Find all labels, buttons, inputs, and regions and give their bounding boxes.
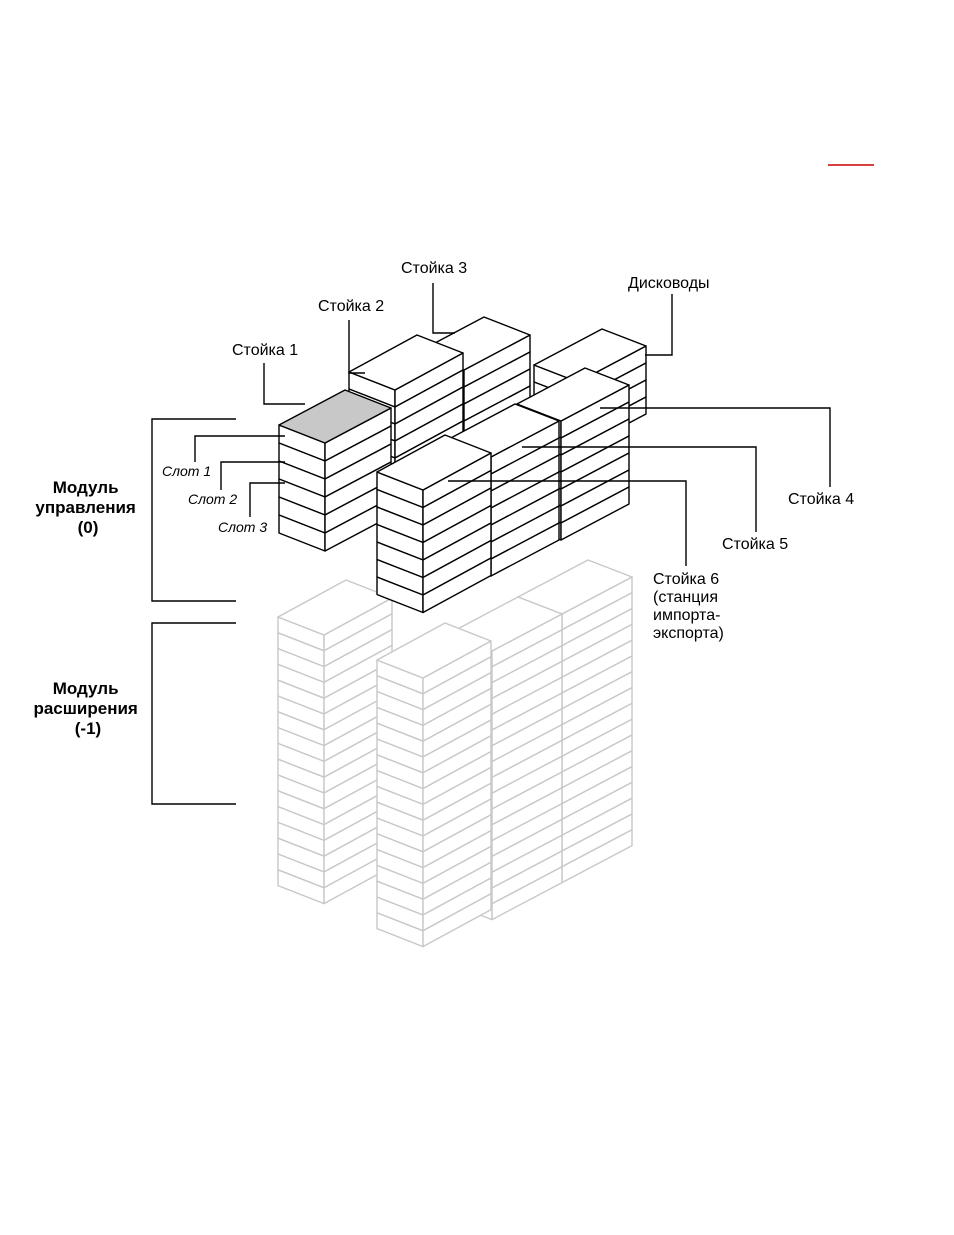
label-control-module: Модуль управления (0) (35, 478, 140, 537)
expansion-module-racks (278, 560, 632, 947)
label-expansion-module-line1: Модуль (53, 679, 119, 698)
leader-slot2 (221, 462, 285, 490)
label-rack5: Стойка 5 (722, 536, 788, 553)
label-control-module-line3: (0) (78, 518, 99, 537)
label-expansion-module-line2: расширения (33, 699, 137, 718)
label-slot3: Слот 3 (218, 519, 267, 535)
label-control-module-line2: управления (35, 498, 135, 517)
exp-rack-1 (278, 580, 392, 904)
label-rack1: Стойка 1 (232, 342, 298, 359)
leader-slot1 (195, 436, 285, 462)
label-rack6-line3: импорта- (653, 607, 720, 624)
label-rack6: Стойка 6 (станция импорта- экспорта) (653, 571, 725, 642)
label-rack6-line4: экспорта) (653, 625, 724, 642)
label-rack6-line1: Стойка 6 (653, 571, 719, 588)
label-rack4: Стойка 4 (788, 491, 854, 508)
label-control-module-line1: Модуль (53, 478, 119, 497)
label-expansion-module-line3: (-1) (75, 719, 101, 738)
leader-rack3 (433, 283, 455, 333)
bracket-expansion-module (152, 623, 236, 804)
bracket-control-module (152, 419, 236, 601)
exp-rack-6 (377, 623, 491, 947)
label-slot1: Слот 1 (162, 463, 211, 479)
label-rack2: Стойка 2 (318, 298, 384, 315)
leader-rack1 (264, 363, 305, 404)
label-rack6-line2: (станция (653, 589, 718, 606)
leader-drives (645, 294, 672, 355)
label-drives: Дисководы (628, 275, 710, 292)
label-rack3: Стойка 3 (401, 260, 467, 277)
label-expansion-module: Модуль расширения (-1) (33, 679, 142, 738)
label-slot2: Слот 2 (188, 491, 237, 507)
rack-1 (279, 390, 391, 551)
